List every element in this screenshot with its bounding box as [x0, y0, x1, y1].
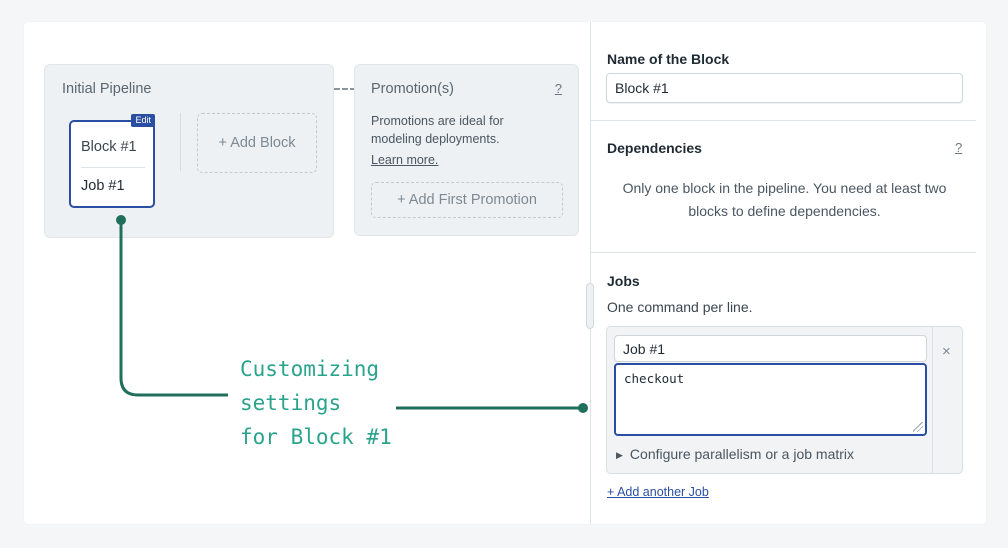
pipeline-title: Initial Pipeline [62, 81, 152, 97]
job-card-divider [932, 327, 933, 473]
configure-parallelism-toggle[interactable]: ▶ Configure parallelism or a job matrix [616, 446, 854, 462]
panel-resize-handle[interactable] [586, 283, 594, 329]
add-block-button[interactable]: + Add Block [197, 113, 317, 173]
triangle-right-icon: ▶ [616, 450, 623, 460]
job-name-input[interactable]: Job #1 [614, 335, 927, 362]
learn-more-link[interactable]: Learn more. [371, 153, 439, 167]
promotions-title: Promotion(s) [371, 81, 454, 97]
pipeline-container: Initial Pipeline Edit Block #1 Job #1 + … [44, 64, 334, 238]
dependencies-label: Dependencies [607, 140, 702, 156]
annotation-text: Customizing settings for Block #1 [240, 357, 392, 449]
edit-badge[interactable]: Edit [131, 114, 155, 127]
block-divider [81, 167, 145, 168]
block-name-label: Name of the Block [607, 51, 730, 67]
add-another-job-link[interactable]: + Add another Job [607, 485, 709, 499]
job-commands-textarea[interactable]: checkout [614, 363, 927, 436]
block-name-input[interactable]: Block #1 [606, 73, 963, 103]
resize-grip-icon[interactable] [913, 422, 923, 432]
panel-divider [590, 22, 591, 524]
close-icon[interactable]: × [942, 343, 951, 360]
promotions-container: Promotion(s) ? Promotions are ideal for … [354, 64, 579, 236]
block-separator [180, 113, 181, 171]
pipeline-connector [334, 88, 356, 90]
jobs-label: Jobs [607, 273, 640, 289]
section-divider [591, 120, 976, 121]
jobs-hint: One command per line. [607, 299, 753, 315]
dependencies-help-link[interactable]: ? [955, 140, 963, 155]
promotions-description: Promotions are ideal for modeling deploy… [371, 114, 504, 146]
block-card[interactable]: Edit Block #1 Job #1 [69, 114, 155, 208]
add-first-promotion-button[interactable]: + Add First Promotion [371, 182, 563, 218]
block-name: Block #1 [81, 139, 137, 155]
section-divider [591, 252, 976, 253]
parallelism-label: Configure parallelism or a job matrix [629, 446, 855, 462]
dependencies-text: Only one block in the pipeline. You need… [622, 180, 947, 219]
job-command-text: checkout [624, 371, 685, 386]
block-job-name: Job #1 [81, 178, 125, 194]
promotions-help-link[interactable]: ? [554, 81, 562, 96]
